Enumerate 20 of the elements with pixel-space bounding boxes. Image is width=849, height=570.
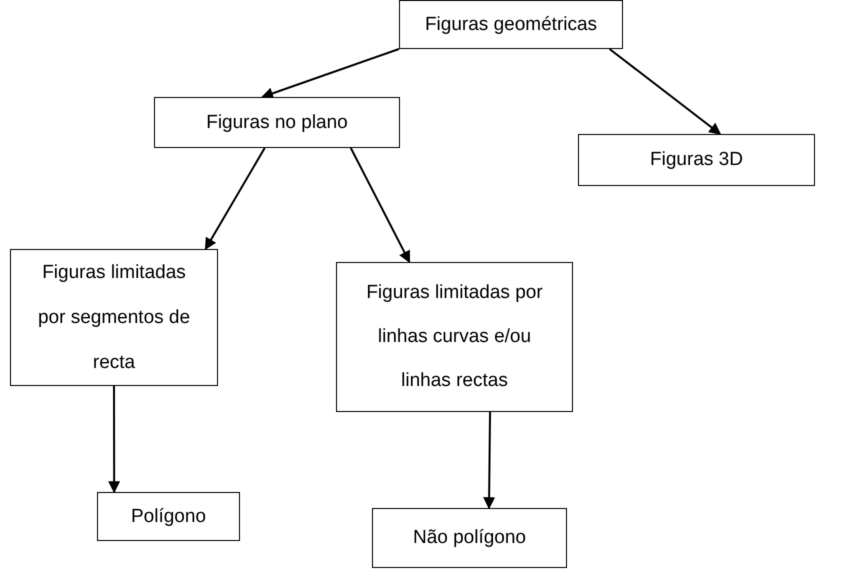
arrow bbox=[108, 386, 120, 494]
concept-box bbox=[372, 508, 567, 568]
box-label: Não polígono bbox=[412, 526, 526, 550]
concept-box bbox=[578, 134, 815, 186]
box-label: Figuras limitadas por segmentos de recta bbox=[36, 261, 192, 375]
arrow bbox=[483, 412, 496, 510]
concept-box bbox=[97, 492, 240, 541]
box-label: Figuras geométricas bbox=[424, 12, 598, 36]
arrow bbox=[261, 48, 400, 100]
arrow bbox=[350, 148, 410, 264]
box-label: Polígono bbox=[130, 504, 206, 528]
box-label: Figuras limitadas por linhas curvas e/ou linhas rectas bbox=[365, 281, 544, 393]
concept-box bbox=[154, 97, 400, 148]
arrow bbox=[204, 148, 266, 250]
concept-box bbox=[336, 262, 573, 412]
concept-box bbox=[399, 0, 623, 49]
box-label: Figuras no plano bbox=[206, 110, 348, 134]
box-label: Figuras 3D bbox=[650, 148, 743, 172]
concept-box bbox=[10, 249, 218, 386]
arrow bbox=[608, 48, 722, 135]
